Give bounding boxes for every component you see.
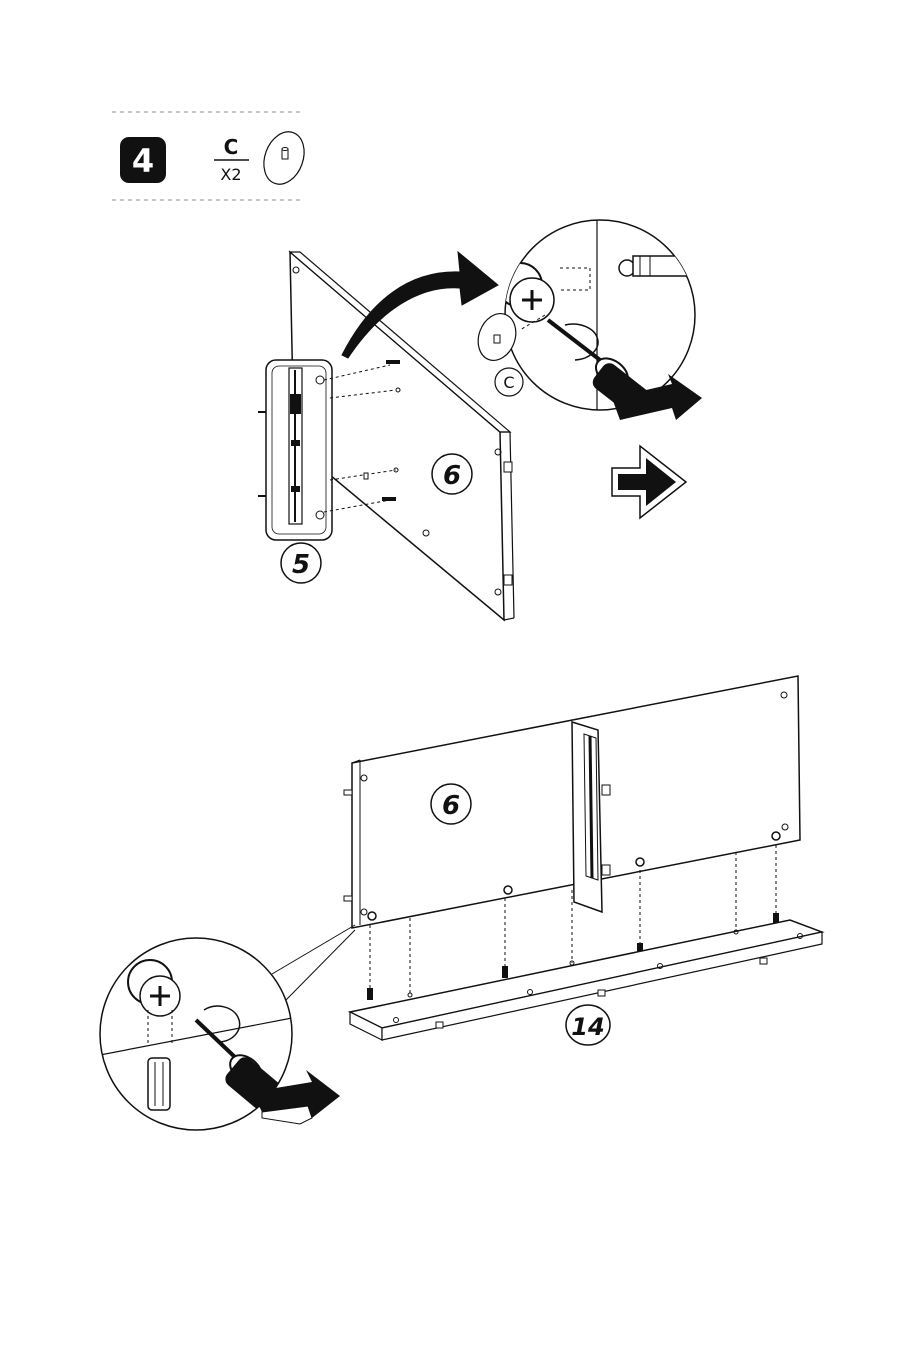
part-letter: C	[224, 135, 239, 159]
magnifier-leader-2	[286, 930, 355, 1000]
top-illustration: C 6 5	[258, 220, 702, 620]
panel-5-top	[258, 360, 332, 540]
step-number: 4	[132, 142, 154, 180]
dowel-icon-bottom	[148, 1058, 170, 1110]
svg-text:6: 6	[442, 791, 460, 821]
panel-label-5-top: 5	[281, 543, 321, 583]
svg-text:6: 6	[443, 461, 461, 491]
step-header: 4 C X2	[112, 112, 311, 200]
cam-lock-disc-icon	[257, 126, 311, 190]
next-step-arrow-icon	[612, 446, 686, 518]
svg-text:5: 5	[292, 550, 310, 580]
part-label-c: C	[503, 373, 514, 392]
magnifier-leader-1	[272, 925, 355, 974]
svg-text:14: 14	[571, 1013, 604, 1041]
panel-label-6-top: 6	[432, 454, 472, 494]
part-quantity: X2	[220, 165, 241, 184]
panel-label-6-bottom: 6	[431, 784, 471, 824]
panel-label-14: 14	[566, 1005, 610, 1045]
bottom-illustration: 6 14	[100, 676, 822, 1130]
